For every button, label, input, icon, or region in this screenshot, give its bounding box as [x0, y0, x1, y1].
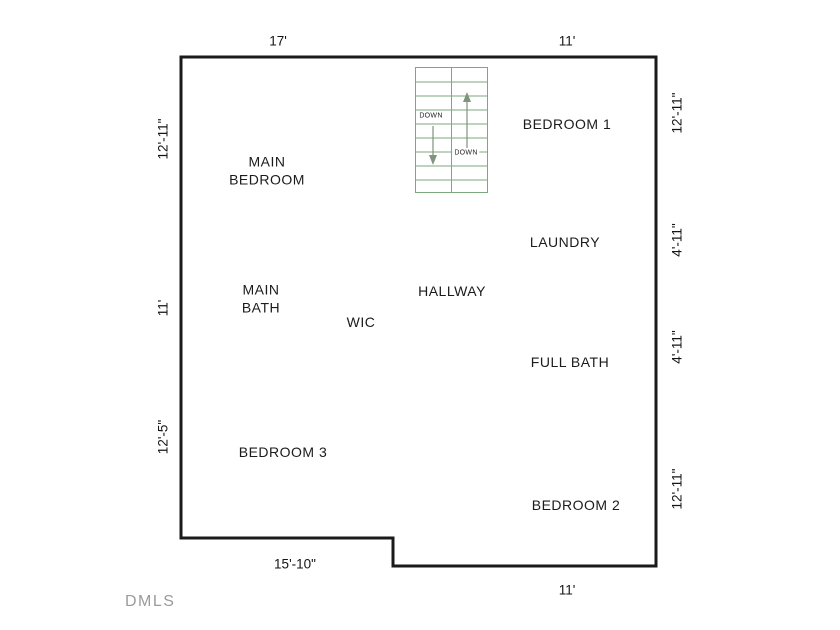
dimension-bottom-right: 11' [558, 582, 576, 598]
wall-outline [179, 55, 658, 568]
room-label-bedroom-3: BEDROOM 3 [238, 444, 328, 460]
dimension-top-left: 17' [269, 33, 287, 49]
dimension-right-upper-mid: 4'-11" [669, 223, 685, 257]
down-arrow-icon [429, 126, 437, 165]
staircase [415, 67, 488, 193]
room-label-bedroom-1: BEDROOM 1 [522, 116, 612, 132]
up-arrow-icon [463, 92, 471, 148]
watermark: DMLS [125, 593, 176, 610]
room-label-wic: WIC [346, 314, 376, 330]
dimension-right-top: 12'-11" [669, 92, 685, 134]
room-label-laundry: LAUNDRY [529, 234, 601, 250]
stairs-down-label: DOWN [417, 111, 445, 121]
dimension-right-lower-mid: 4'-11" [669, 330, 685, 364]
dimension-left-bottom: 12'-5" [155, 419, 171, 455]
dimension-bottom-left: 15'-10" [274, 556, 316, 572]
dimension-left-middle: 11' [155, 299, 171, 317]
dimension-right-bottom: 12'-11" [669, 468, 685, 510]
room-label-full-bath: FULL BATH [530, 354, 610, 370]
room-label-hallway: HALLWAY [418, 283, 486, 299]
dimension-left-top: 12'-11" [155, 118, 171, 160]
dimension-top-right: 11' [558, 33, 576, 49]
room-label-main-bedroom: MAIN BEDROOM [229, 153, 305, 188]
room-label-bedroom-2: BEDROOM 2 [531, 497, 621, 513]
stairs-down-label: DOWN [452, 148, 480, 158]
room-label-main-bath: MAIN BATH [241, 281, 281, 316]
